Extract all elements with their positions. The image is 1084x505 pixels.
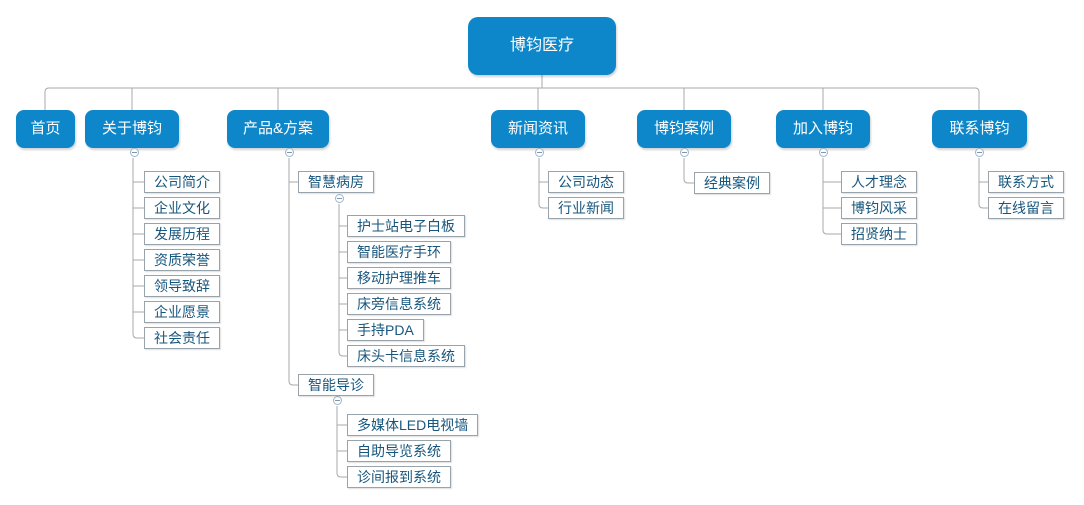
collapse-toggle-products[interactable]	[285, 148, 294, 157]
node-root[interactable]: 博钧医疗	[468, 17, 616, 75]
collapse-toggle-cases[interactable]	[680, 148, 689, 157]
collapse-toggle-smart-ward[interactable]	[335, 194, 344, 203]
node-news[interactable]: 新闻资讯	[491, 110, 585, 148]
minus-icon	[682, 152, 687, 153]
collapse-toggle-about[interactable]	[130, 148, 139, 157]
minus-icon	[537, 152, 542, 153]
node-smart-medical-wristband[interactable]: 智能医疗手环	[347, 241, 451, 263]
minus-icon	[821, 152, 826, 153]
smart-guidance-connector	[336, 406, 347, 478]
node-contact[interactable]: 联系博钧	[932, 110, 1027, 148]
minus-icon	[132, 152, 137, 153]
node-home[interactable]: 首页	[16, 110, 75, 148]
node-clinic-checkin-system[interactable]: 诊间报到系统	[347, 466, 451, 488]
node-social-responsibility[interactable]: 社会责任	[144, 327, 220, 349]
node-corporate-culture[interactable]: 企业文化	[144, 197, 220, 219]
about-branch-connector	[132, 158, 144, 339]
node-products[interactable]: 产品&方案	[227, 110, 329, 148]
node-cases[interactable]: 博钧案例	[637, 110, 731, 148]
node-bojun-style[interactable]: 博钧风采	[841, 197, 917, 219]
minus-icon	[337, 198, 342, 199]
node-recruitment[interactable]: 招贤纳士	[841, 223, 917, 245]
node-company-profile[interactable]: 公司简介	[144, 171, 220, 193]
minus-icon	[977, 152, 982, 153]
products-branch-connector	[288, 158, 298, 386]
node-mobile-nursing-cart[interactable]: 移动护理推车	[347, 267, 451, 289]
node-talent-philosophy[interactable]: 人才理念	[841, 171, 917, 193]
contact-branch-connector	[978, 158, 988, 209]
node-development-history[interactable]: 发展历程	[144, 223, 220, 245]
node-smart-ward[interactable]: 智慧病房	[298, 171, 374, 193]
collapse-toggle-smart-guidance[interactable]	[333, 396, 342, 405]
node-bedhead-card-system[interactable]: 床头卡信息系统	[347, 345, 465, 367]
smart-ward-connector	[338, 204, 347, 357]
node-qualification-honors[interactable]: 资质荣誉	[144, 249, 220, 271]
node-handheld-pda[interactable]: 手持PDA	[347, 319, 424, 341]
collapse-toggle-news[interactable]	[535, 148, 544, 157]
collapse-toggle-join[interactable]	[819, 148, 828, 157]
node-bedside-info-system[interactable]: 床旁信息系统	[347, 293, 451, 315]
node-corporate-vision[interactable]: 企业愿景	[144, 301, 220, 323]
spine-connector	[44, 75, 980, 110]
node-contact-info[interactable]: 联系方式	[988, 171, 1064, 193]
node-online-message[interactable]: 在线留言	[988, 197, 1064, 219]
cases-branch-connector	[683, 158, 694, 184]
node-about[interactable]: 关于博钧	[85, 110, 179, 148]
node-classic-cases[interactable]: 经典案例	[694, 172, 770, 194]
node-company-news[interactable]: 公司动态	[548, 171, 624, 193]
news-branch-connector	[538, 158, 548, 209]
minus-icon	[287, 152, 292, 153]
node-self-guide-system[interactable]: 自助导览系统	[347, 440, 451, 462]
node-join[interactable]: 加入博钧	[776, 110, 870, 148]
collapse-toggle-contact[interactable]	[975, 148, 984, 157]
minus-icon	[335, 400, 340, 401]
node-industry-news[interactable]: 行业新闻	[548, 197, 624, 219]
node-multimedia-led-wall[interactable]: 多媒体LED电视墙	[347, 414, 479, 436]
node-leader-speech[interactable]: 领导致辞	[144, 275, 220, 297]
node-smart-guidance[interactable]: 智能导诊	[298, 374, 374, 396]
join-branch-connector	[822, 158, 841, 235]
node-nurse-station-whiteboard[interactable]: 护士站电子白板	[347, 215, 465, 237]
